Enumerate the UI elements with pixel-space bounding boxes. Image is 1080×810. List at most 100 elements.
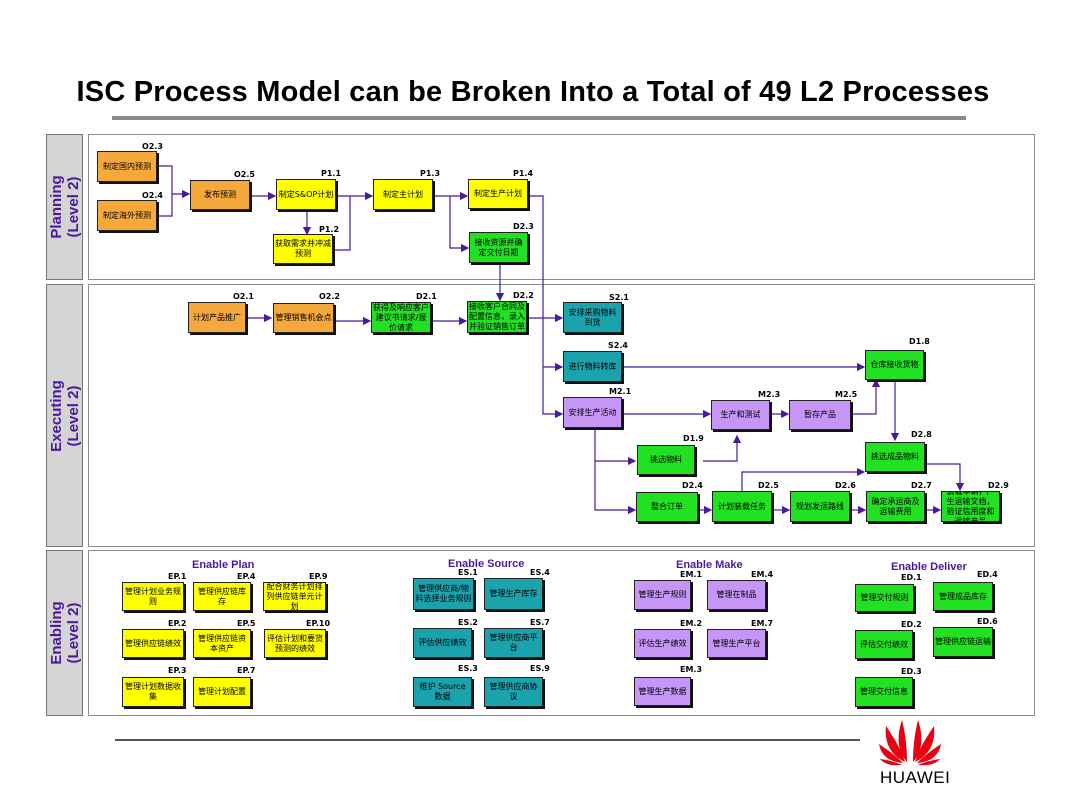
process-code: EM.3	[680, 665, 703, 674]
process-code: EP.1	[168, 572, 187, 581]
process-code: EP.4	[237, 572, 256, 581]
process-box-ep-7[interactable]: 管理计划配置	[193, 677, 251, 707]
process-box-o2-4[interactable]: 制定海外预测	[97, 200, 157, 231]
process-box-es-9[interactable]: 管理供应商协议	[484, 677, 543, 707]
process-code: ES.3	[458, 664, 478, 673]
process-code: D2.5	[758, 481, 779, 490]
band-enabling: Enabling (Level 2)	[46, 550, 83, 716]
process-code: ES.7	[530, 618, 550, 627]
process-code: P1.4	[513, 169, 534, 178]
process-box-d1-8[interactable]: 仓库接收货物	[865, 350, 924, 380]
process-code: O2.5	[234, 170, 255, 179]
process-code: D2.8	[911, 430, 932, 439]
process-box-em-2[interactable]: 评估生产绩效	[634, 629, 691, 658]
process-box-d2-3[interactable]: 接收资源并确定交付日期	[469, 232, 528, 263]
process-code: D2.3	[513, 222, 534, 231]
process-box-ed-2[interactable]: 评估交付绩效	[855, 630, 913, 659]
process-box-d2-5[interactable]: 计划装载任务	[712, 491, 772, 522]
process-box-ep-10[interactable]: 评估计划和要货预测的绩效	[264, 629, 326, 658]
process-code: EP.10	[306, 619, 331, 628]
process-code: D2.2	[513, 291, 534, 300]
process-box-p1-3[interactable]: 制定主计划	[373, 179, 433, 210]
process-code: EM.1	[680, 570, 703, 579]
process-box-o2-5[interactable]: 发布预测	[190, 180, 250, 210]
process-box-o2-3[interactable]: 制定国内预测	[97, 151, 157, 182]
process-box-ep-5[interactable]: 管理供应链资本资产	[193, 629, 251, 658]
footer-divider	[115, 739, 860, 741]
process-box-d2-2[interactable]: 接收客户合同及配置信息，录入并验证销售订单	[467, 301, 527, 333]
process-box-m2-1[interactable]: 安排生产活动	[563, 397, 622, 428]
page-title: ISC Process Model can be Broken Into a T…	[76, 76, 990, 108]
process-box-es-7[interactable]: 管理供应商平台	[484, 628, 543, 658]
process-box-em-4[interactable]: 管理在制品	[707, 580, 766, 610]
process-box-m2-3[interactable]: 生产和测试	[711, 400, 770, 430]
process-code: ES.2	[458, 618, 478, 627]
brand-name: HUAWEI	[880, 768, 951, 787]
process-code: ED.2	[901, 620, 922, 629]
process-box-d2-9[interactable]: 装载车辆，产生运输文档，验证信用度和运输产品	[941, 491, 1000, 522]
process-code: M2.1	[609, 387, 632, 396]
process-code: ED.4	[977, 570, 998, 579]
process-box-es-1[interactable]: 管理供应商/物料选择业务规则	[413, 578, 474, 610]
process-box-ed-1[interactable]: 管理交付规则	[855, 584, 914, 612]
process-code: M2.3	[758, 390, 781, 399]
process-box-ep-1[interactable]: 管理计划业务规则	[122, 582, 184, 611]
process-box-es-4[interactable]: 管理生产库存	[484, 578, 543, 610]
group-title-enable-plan: Enable Plan	[192, 559, 255, 571]
process-code: D2.7	[911, 481, 932, 490]
process-box-p1-4[interactable]: 制定生产计划	[468, 179, 528, 209]
process-box-p1-1[interactable]: 制定S&OP计划	[276, 179, 336, 210]
process-box-em-7[interactable]: 管理生产平台	[707, 629, 766, 658]
process-box-ed-3[interactable]: 管理交付信息	[855, 677, 913, 707]
process-code: ED.1	[901, 573, 922, 582]
title-divider	[112, 116, 966, 120]
process-code: ES.1	[458, 568, 478, 577]
process-code: P1.1	[321, 169, 342, 178]
group-title-enable-deliver: Enable Deliver	[891, 561, 967, 573]
process-box-d2-1[interactable]: 获得及响应客户建议书请求/报价请求	[371, 302, 431, 333]
process-code: S2.4	[608, 341, 628, 350]
process-box-em-1[interactable]: 管理生产规则	[634, 580, 691, 610]
process-box-p1-2[interactable]: 获取需求并冲减预测	[273, 234, 333, 264]
huawei-logo-icon	[879, 720, 941, 766]
process-box-d2-4[interactable]: 整合订单	[636, 492, 698, 522]
process-box-ep-9[interactable]: 配合财务计划排列供应链单元计划	[263, 582, 326, 611]
process-code: EP.3	[168, 666, 187, 675]
process-box-ep-4[interactable]: 管理供应链库存	[193, 582, 251, 611]
process-code: O2.4	[142, 191, 163, 200]
process-code: ES.9	[530, 664, 550, 673]
process-box-o2-2[interactable]: 管理销售机会点	[273, 303, 334, 333]
process-code: ES.4	[530, 568, 550, 577]
process-code: D1.8	[909, 337, 930, 346]
process-box-d2-8[interactable]: 挑选成品物料	[865, 442, 925, 472]
process-box-es-3[interactable]: 维护 Source 数据	[413, 677, 472, 707]
process-code: M2.5	[835, 390, 858, 399]
process-box-ed-6[interactable]: 管理供应链运输	[933, 627, 993, 657]
process-code: EP.9	[309, 572, 328, 581]
process-box-s2-1[interactable]: 安排采购物料到货	[563, 302, 622, 333]
process-code: ED.6	[977, 617, 998, 626]
process-code: P1.2	[319, 225, 340, 234]
process-box-o2-1[interactable]: 计划产品推广	[188, 302, 246, 333]
process-code: EM.7	[751, 619, 774, 628]
process-box-ed-4[interactable]: 管理成品库存	[933, 582, 993, 611]
process-box-d2-7[interactable]: 确定承运商及运输费用	[866, 491, 925, 522]
process-code: D2.6	[835, 481, 856, 490]
group-title-enable-make: Enable Make	[676, 559, 743, 571]
process-box-ep-2[interactable]: 管理供应链绩效	[122, 629, 184, 658]
process-box-es-2[interactable]: 评估供应绩效	[413, 628, 472, 658]
process-box-ep-3[interactable]: 管理计划数据收集	[122, 677, 184, 707]
process-box-m2-5[interactable]: 暂存产品	[789, 400, 851, 430]
process-code: D2.1	[416, 292, 437, 301]
process-code: S2.1	[609, 293, 629, 302]
process-code: EP.5	[237, 619, 256, 628]
process-box-d2-6[interactable]: 规划发运路线	[790, 491, 850, 522]
process-code: D2.9	[988, 481, 1009, 490]
process-box-d1-9[interactable]: 挑选物料	[637, 445, 695, 475]
process-box-s2-4[interactable]: 进行物料转库	[563, 351, 622, 382]
process-code: EP.7	[237, 666, 256, 675]
process-code: O2.2	[319, 292, 340, 301]
process-box-em-3[interactable]: 管理生产数据	[634, 677, 691, 706]
group-title-enable-source: Enable Source	[448, 558, 525, 570]
